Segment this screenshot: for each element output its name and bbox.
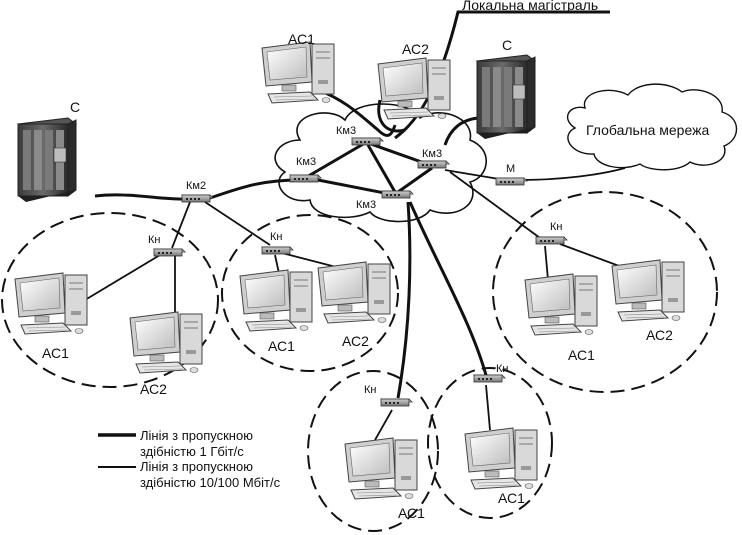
link-server-top [443,116,479,146]
label-kn-bottom-right: Кн [496,363,508,375]
link-kn-left-ws1 [84,254,161,301]
link-km3d-kn-bottom-right [408,201,488,376]
gigabit-links [94,10,610,399]
legend-thin-label-1: Лінія з пропускною [140,459,253,474]
label-kn-bottom: Кн [364,384,376,396]
label-left-ac1: АС1 [42,345,69,361]
segment-circle-bottom [307,370,439,532]
switch-km3-top [351,137,384,146]
legend-thin-label-2: здібністю 10/100 Мбіт/с [140,475,281,490]
switch-kn-right [535,236,568,245]
legend-thick-label-1: Лінія з пропускною [140,428,253,443]
label-km3-bottom: Км3 [356,199,376,211]
link-ws1-top [317,88,397,137]
workstation-top-ac2 [377,57,451,120]
segment-circle-bottom-right [427,367,553,519]
switch-km3-right [417,160,450,169]
workstation-bottom-ac1 [344,437,418,500]
label-top-ac2: АС2 [402,41,429,57]
link-kn-center-ws2 [281,252,341,269]
label-server-top: С [502,37,512,53]
link-modem-global [519,167,626,181]
label-kn-center: Кн [270,231,282,243]
workstation-left-ac1 [14,272,88,335]
label-kn-right: Кн [550,221,562,233]
label-left-ac2: АС2 [140,381,167,397]
server-left [17,117,77,203]
segment-circle-center [221,214,399,372]
link-ws2-top [377,99,406,133]
segment-circles [1,191,718,532]
label-global-network: Глобальна мережа [586,122,709,138]
label-right-ac1: АС1 [568,347,595,363]
switch-kn-bottom-right [473,374,506,383]
label-km3-top: Км3 [336,125,356,137]
link-km2-kn-center [204,201,271,246]
fast-links [84,167,631,441]
workstation-center-ac2 [317,261,391,324]
link-km3b-km3d [366,144,397,193]
workstation-center-ac1 [239,269,313,332]
workstation-bottom-right-ac1 [464,427,538,490]
switch-kn-center [261,246,294,255]
link-kn-right-ws1 [544,245,549,281]
switch-km3-bottom [381,190,414,199]
link-km3d-kn-bottom [396,201,412,399]
link-km3c-modem [444,169,506,181]
link-km2-km3 [209,178,301,200]
switch-km3-left [289,174,322,183]
link-km3c-km3d [397,166,433,194]
workstation-top-ac1 [261,41,335,104]
link-kn-bottom-right-ws1 [485,384,491,431]
segment-circle-left [1,212,219,388]
switch-kn-bottom [380,398,413,407]
label-center-ac1: АС1 [268,338,295,354]
label-bottom-ac1: АС1 [398,505,425,521]
label-modem: М [506,163,515,175]
workstation-right-ac1 [524,273,598,336]
server-top-right [476,54,536,140]
label-right-ac2: АС2 [646,327,673,343]
label-bottom-right-ac1: АС1 [498,490,525,506]
switch-km2 [181,194,214,203]
link-km3c-kn-right [449,171,541,239]
label-km3-left: Км3 [296,156,316,168]
global-network-cloud [566,83,738,171]
link-km3a-km3b [304,141,366,180]
workstation-right-ac2 [611,259,685,322]
label-center-ac2: АС2 [342,333,369,349]
backbone-cloud [274,103,488,223]
label-top-ac1: АС1 [288,31,315,47]
label-km3-right: Км3 [422,148,442,160]
link-server-km2 [94,193,186,201]
label-backbone: Локальна магістраль [462,0,598,13]
link-km2-kn-left [171,201,191,249]
link-kn-bottom-ws1 [374,409,393,441]
switch-kn-left [153,248,186,257]
label-kn-left: Кн [148,234,160,246]
segment-circle-right [492,191,718,393]
workstation-left-ac2 [129,311,203,374]
legend: Лінія з пропускною здібністю 1 Гбіт/с Лі… [98,428,281,490]
legend-thick-label-2: здібністю 1 Гбіт/с [140,444,244,459]
label-server-left: С [70,99,80,115]
label-km2: Км2 [186,180,206,192]
modem [495,177,528,186]
